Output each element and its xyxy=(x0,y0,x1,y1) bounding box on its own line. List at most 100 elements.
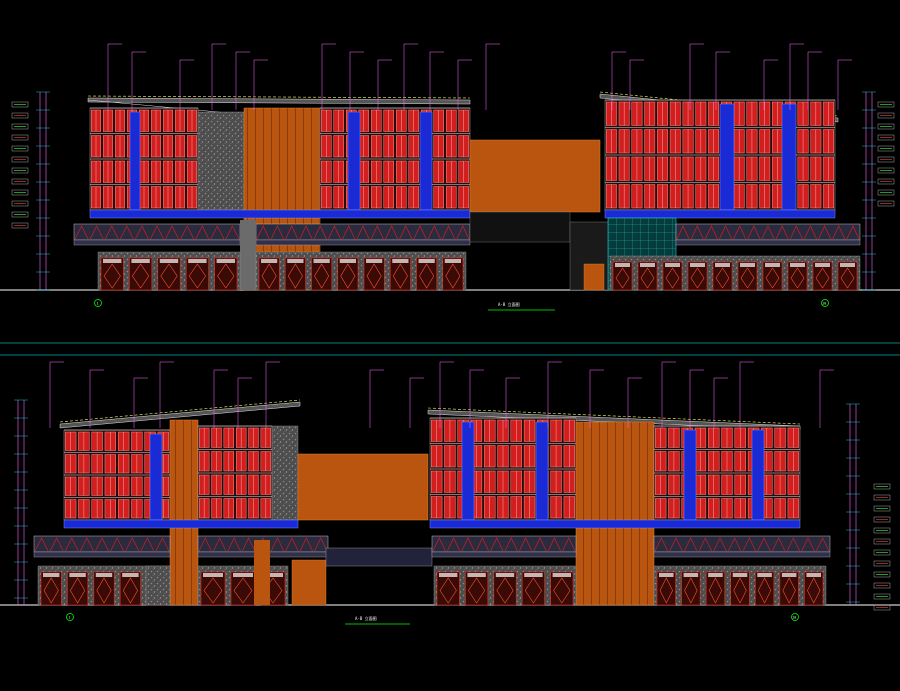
blue-panel xyxy=(751,429,765,521)
shop-door-pattern xyxy=(684,577,698,604)
railing-pattern xyxy=(816,537,830,552)
railing-pattern xyxy=(747,225,761,240)
stone-cladding xyxy=(271,425,299,521)
roof-edge xyxy=(427,407,801,425)
roof-slab xyxy=(59,401,301,429)
railing-pattern xyxy=(313,225,327,240)
railing-pattern xyxy=(227,537,241,552)
shopfront xyxy=(521,571,545,606)
railing-pattern xyxy=(213,537,227,552)
railing-pattern xyxy=(456,225,470,240)
railing-pattern xyxy=(461,537,475,552)
shop-door-pattern xyxy=(439,577,457,604)
shop-sign xyxy=(552,573,571,577)
shop-sign xyxy=(615,263,630,267)
legend-swatch xyxy=(877,178,895,185)
shopfront xyxy=(730,571,750,606)
shop-door-pattern xyxy=(203,577,223,604)
railing-pattern xyxy=(314,537,328,552)
grid-axis-label: 10 xyxy=(792,616,796,620)
shop-sign xyxy=(159,259,179,263)
railing-pattern xyxy=(786,537,800,552)
wood-cladding xyxy=(169,419,199,606)
shop-door-pattern xyxy=(496,577,514,604)
shopfront xyxy=(442,257,464,291)
legend-swatch xyxy=(877,156,895,163)
railing-pattern xyxy=(789,225,803,240)
railing-pattern xyxy=(385,225,398,240)
bridge-block xyxy=(469,139,601,213)
shop-door-pattern xyxy=(340,263,356,289)
balustrade xyxy=(675,239,861,246)
shop-door-pattern xyxy=(765,267,780,289)
shop-door-pattern xyxy=(524,577,542,604)
shop-sign xyxy=(640,263,655,267)
railing-pattern xyxy=(719,225,732,240)
shop-sign xyxy=(683,573,699,577)
balustrade xyxy=(33,551,171,558)
railing-pattern xyxy=(64,537,79,552)
shop-sign xyxy=(188,259,207,263)
railing-pattern xyxy=(74,225,89,240)
railing-pattern xyxy=(242,537,256,552)
shop-sign xyxy=(313,259,330,263)
bottom-elevation xyxy=(0,361,900,611)
shop-sign xyxy=(392,259,409,263)
shop-door-pattern xyxy=(659,577,673,604)
concrete-column xyxy=(240,220,256,290)
blue-panel xyxy=(129,111,141,211)
railing-pattern xyxy=(427,225,441,240)
legend-swatch xyxy=(873,483,891,490)
blue-panel xyxy=(347,111,361,211)
shop-door-pattern xyxy=(103,263,121,289)
blue-panel xyxy=(719,103,735,211)
railing-pattern xyxy=(669,537,683,552)
shop-door-pattern xyxy=(217,263,235,289)
shopfront xyxy=(762,261,783,291)
shop-door-pattern xyxy=(96,577,112,604)
balustrade xyxy=(255,239,471,246)
bridge-block xyxy=(297,453,429,521)
shop-sign xyxy=(740,263,755,267)
shop-sign xyxy=(131,259,150,263)
legend-swatch xyxy=(873,582,891,589)
roof-slope xyxy=(87,99,241,115)
railing-pattern xyxy=(104,225,119,240)
legend-swatch xyxy=(877,112,895,119)
railing-pattern xyxy=(356,225,370,240)
shop-sign xyxy=(418,259,435,263)
shop-door-pattern xyxy=(615,267,630,289)
shop-sign xyxy=(103,259,122,263)
railing-pattern xyxy=(442,225,456,240)
railing-pattern xyxy=(490,537,504,552)
shopfront xyxy=(100,257,124,291)
shopfront xyxy=(754,571,775,606)
railing-pattern xyxy=(165,225,179,240)
shop-door-pattern xyxy=(160,263,178,289)
railing-pattern xyxy=(370,225,384,240)
legend-swatch xyxy=(11,101,29,108)
top-elevation xyxy=(0,43,900,291)
shop-sign xyxy=(781,573,797,577)
shop-sign xyxy=(339,259,356,263)
shop-sign xyxy=(261,259,278,263)
railing-pattern xyxy=(80,537,94,552)
shop-sign xyxy=(287,259,304,263)
shopfront xyxy=(258,257,280,291)
grid-axis-label: 1 xyxy=(69,616,71,620)
shop-sign xyxy=(765,263,780,267)
shop-door-pattern xyxy=(314,263,330,289)
bridge-canopy xyxy=(325,547,433,567)
shop-sign xyxy=(790,263,805,267)
shopfront xyxy=(787,261,808,291)
shop-sign xyxy=(840,263,855,267)
railing-pattern xyxy=(89,225,104,240)
legend-swatch xyxy=(11,222,29,229)
shopfront xyxy=(284,257,306,291)
legend-swatch xyxy=(11,156,29,163)
shop-door-pattern xyxy=(782,577,796,604)
shop-sign xyxy=(95,573,113,577)
legend-swatch xyxy=(11,134,29,141)
railing-pattern xyxy=(772,537,786,552)
legend-swatch xyxy=(873,538,891,545)
